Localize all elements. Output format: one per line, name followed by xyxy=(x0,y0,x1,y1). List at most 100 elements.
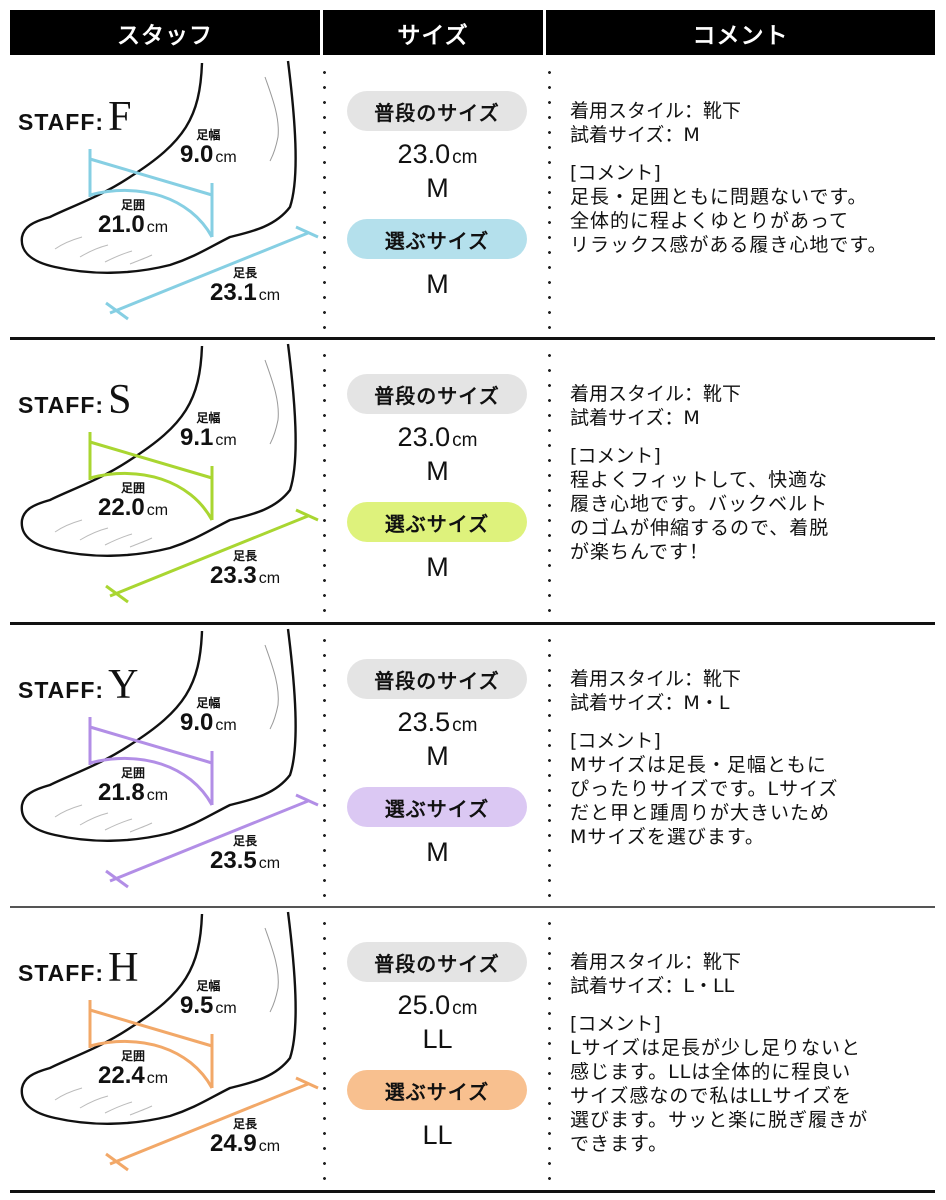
comment-heading: [コメント] xyxy=(570,730,661,752)
dotted-divider xyxy=(323,348,326,615)
usual-size-letter: LL xyxy=(422,1024,453,1054)
usual-size-cm: 23.5 xyxy=(397,707,451,737)
staff-name: STAFF : F xyxy=(18,93,131,141)
foot-width-value: 9.1 xyxy=(180,423,214,451)
staff-initial: Y xyxy=(108,662,139,708)
foot-width-value: 9.0 xyxy=(180,708,214,736)
wear-style-line: 着用スタイル：靴下 xyxy=(570,951,742,973)
comment-line: ぴったりサイズです。Lサイズ xyxy=(570,778,839,800)
staff-initial: S xyxy=(108,377,132,423)
tried-size-line: 試着サイズ：M xyxy=(570,124,700,146)
chosen-size-pill: 選ぶサイズ xyxy=(347,787,527,827)
chosen-size-value: M xyxy=(426,269,449,299)
comment-line: Lサイズは足長が少し足りないと xyxy=(570,1037,862,1059)
comment-cell: 着用スタイル：靴下 試着サイズ：M [コメント] 足長・足囲ともに問題ないです。… xyxy=(555,57,935,340)
staff-prefix: STAFF xyxy=(18,677,96,703)
foot-illustration-icon xyxy=(20,628,319,889)
header-comment: コメント xyxy=(546,10,935,55)
usual-size-pill: 普段のサイズ xyxy=(347,91,527,131)
comment-line: 選びます。サッと楽に脱ぎ履きが xyxy=(570,1109,869,1131)
foot-length-value: 24.9 xyxy=(210,1129,257,1157)
staff-initial: F xyxy=(108,94,132,140)
comment-line: 感じます。LLは全体的に程良い xyxy=(570,1061,852,1083)
staff-colon: : xyxy=(95,392,105,418)
chosen-size-pill: 選ぶサイズ xyxy=(347,1070,527,1110)
wear-style-line: 着用スタイル：靴下 xyxy=(570,100,742,122)
comment-line: のゴムが伸縮するので、着脱 xyxy=(570,517,830,539)
usual-size-letter: M xyxy=(426,456,449,486)
chosen-size-value: LL xyxy=(422,1120,453,1150)
comment-line: できます。 xyxy=(570,1133,669,1155)
dotted-divider xyxy=(323,916,326,1183)
foot-length-value: 23.3 xyxy=(210,561,257,589)
foot-girth-value: 21.0 xyxy=(98,210,145,238)
foot-width-value: 9.0 xyxy=(180,140,214,168)
comment-line: が楽ちんです！ xyxy=(570,541,710,563)
dotted-divider xyxy=(323,633,326,898)
comment-cell: 着用スタイル：靴下 試着サイズ：M [コメント] 程よくフィットして、快適な履き… xyxy=(555,340,935,625)
table-header: スタッフ サイズ コメント xyxy=(10,10,935,55)
comment-line: だと甲と踵周りが大きいため xyxy=(570,802,831,824)
chosen-size-pill: 選ぶサイズ xyxy=(347,502,527,542)
comment-cell: 着用スタイル：靴下 試着サイズ：L・LL [コメント] Lサイズは足長が少し足り… xyxy=(555,908,935,1193)
comment-cell: 着用スタイル：靴下 試着サイズ：M・L [コメント] Mサイズは足長・足幅ともに… xyxy=(555,625,935,908)
wear-style-line: 着用スタイル：靴下 xyxy=(570,383,742,405)
row-divider xyxy=(10,622,935,625)
comment-heading: [コメント] xyxy=(570,445,661,467)
usual-size-pill: 普段のサイズ xyxy=(347,659,527,699)
foot-illustration-icon xyxy=(20,911,319,1172)
chosen-size-pill: 選ぶサイズ xyxy=(347,219,527,259)
staff-name: STAFF : Y xyxy=(18,661,138,709)
comment-heading: [コメント] xyxy=(570,1013,661,1035)
comment-body: Lサイズは足長が少し足りないと感じます。LLは全体的に程良いサイズ感なので私はL… xyxy=(570,1036,935,1156)
usual-size-pill: 普段のサイズ xyxy=(347,374,527,414)
foot-illustration-icon xyxy=(20,60,319,321)
row-divider xyxy=(10,1190,935,1193)
staff-prefix: STAFF xyxy=(18,109,96,135)
usual-size-cm: 23.0 xyxy=(397,422,451,452)
tried-size-line: 試着サイズ：L・LL xyxy=(570,975,735,997)
wear-style-line: 着用スタイル：靴下 xyxy=(570,668,742,690)
tried-size-line: 試着サイズ：M xyxy=(570,407,700,429)
comment-body: 足長・足囲ともに問題ないです。全体的に程よくゆとりがあってリラックス感がある履き… xyxy=(570,185,935,257)
staff-initial: H xyxy=(108,945,139,991)
foot-length-value: 23.5 xyxy=(210,846,257,874)
comment-line: 全体的に程よくゆとりがあって xyxy=(570,210,850,232)
comment-line: Mサイズは足長・足幅ともに xyxy=(570,754,827,776)
chosen-size-value: M xyxy=(426,837,449,867)
dotted-divider xyxy=(548,348,551,615)
foot-width-value: 9.5 xyxy=(180,991,214,1019)
usual-size-cm: 23.0 xyxy=(397,139,451,169)
usual-size-cm: 25.0 xyxy=(397,990,451,1020)
row-divider xyxy=(10,906,935,908)
foot-girth-value: 22.4 xyxy=(98,1061,145,1089)
comment-heading: [コメント] xyxy=(570,162,661,184)
dotted-divider xyxy=(548,916,551,1183)
comment-line: サイズ感なので私はLLサイズを xyxy=(570,1085,853,1107)
foot-illustration-icon xyxy=(20,343,319,604)
dotted-divider xyxy=(323,65,326,330)
usual-size-pill: 普段のサイズ xyxy=(347,942,527,982)
foot-girth-value: 21.8 xyxy=(98,778,145,806)
dotted-divider xyxy=(548,65,551,330)
foot-length-value: 23.1 xyxy=(210,278,257,306)
